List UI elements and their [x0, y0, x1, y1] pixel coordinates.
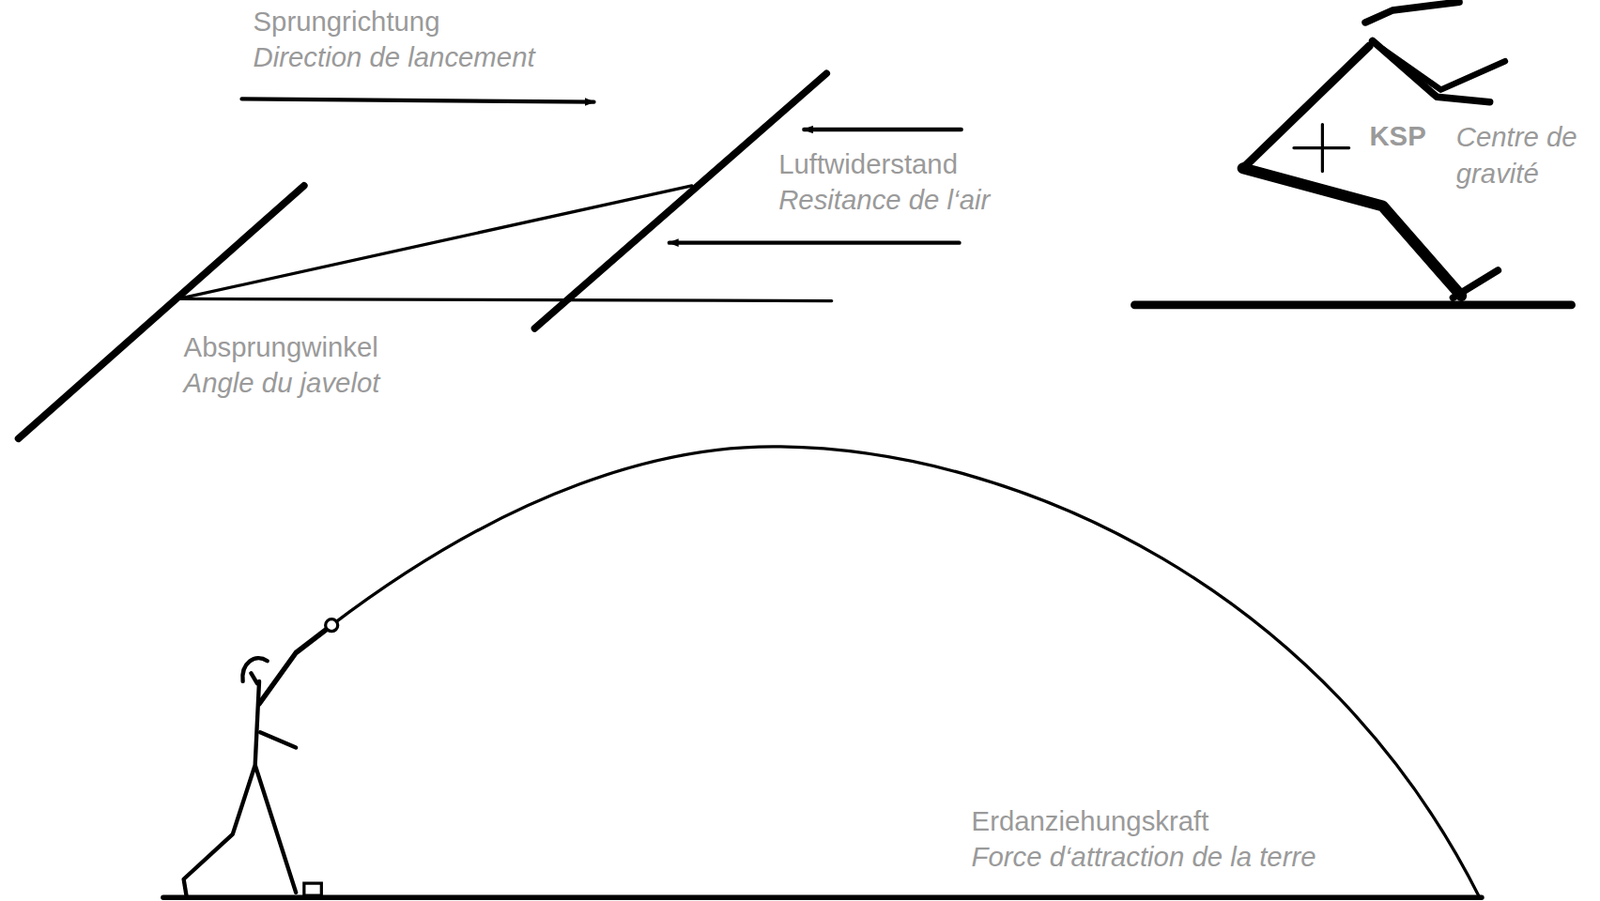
label-de: Erdanziehungskraft [971, 803, 1210, 840]
direction-arrow [242, 98, 595, 102]
throwing-arm [259, 630, 327, 705]
label-de: Luftwiderstand [778, 146, 958, 183]
center-cross [1293, 124, 1350, 172]
ground [1134, 301, 1571, 310]
label-de: Absprungwinkel [184, 330, 379, 367]
horizontal-line [178, 298, 832, 301]
label-fr: Direction de lancement [253, 39, 536, 76]
head [1365, 1, 1460, 23]
thrower [184, 681, 297, 898]
air-arrow [803, 127, 961, 132]
trajectory [331, 446, 1480, 898]
arm [260, 732, 296, 748]
label-fr: Angle du javelot [184, 366, 381, 402]
arm [1383, 48, 1506, 90]
label-de: Sprungrichtung [253, 3, 441, 40]
arm [1372, 40, 1491, 102]
label-fr: Resitance de l‘air [778, 183, 990, 219]
label-fr: Force d‘attraction de la terre [971, 839, 1317, 876]
head [242, 658, 267, 684]
air-arrow [669, 240, 960, 245]
ball [325, 619, 339, 632]
label-abbr: KSP [1369, 119, 1426, 155]
ground [163, 895, 1482, 901]
label-fr: Centre de gravité [1456, 120, 1596, 192]
torso [1243, 46, 1370, 169]
leg [1243, 168, 1462, 296]
angle-line [178, 185, 693, 300]
javelin [18, 185, 305, 440]
foot-box [304, 883, 322, 896]
foot [1453, 270, 1499, 298]
